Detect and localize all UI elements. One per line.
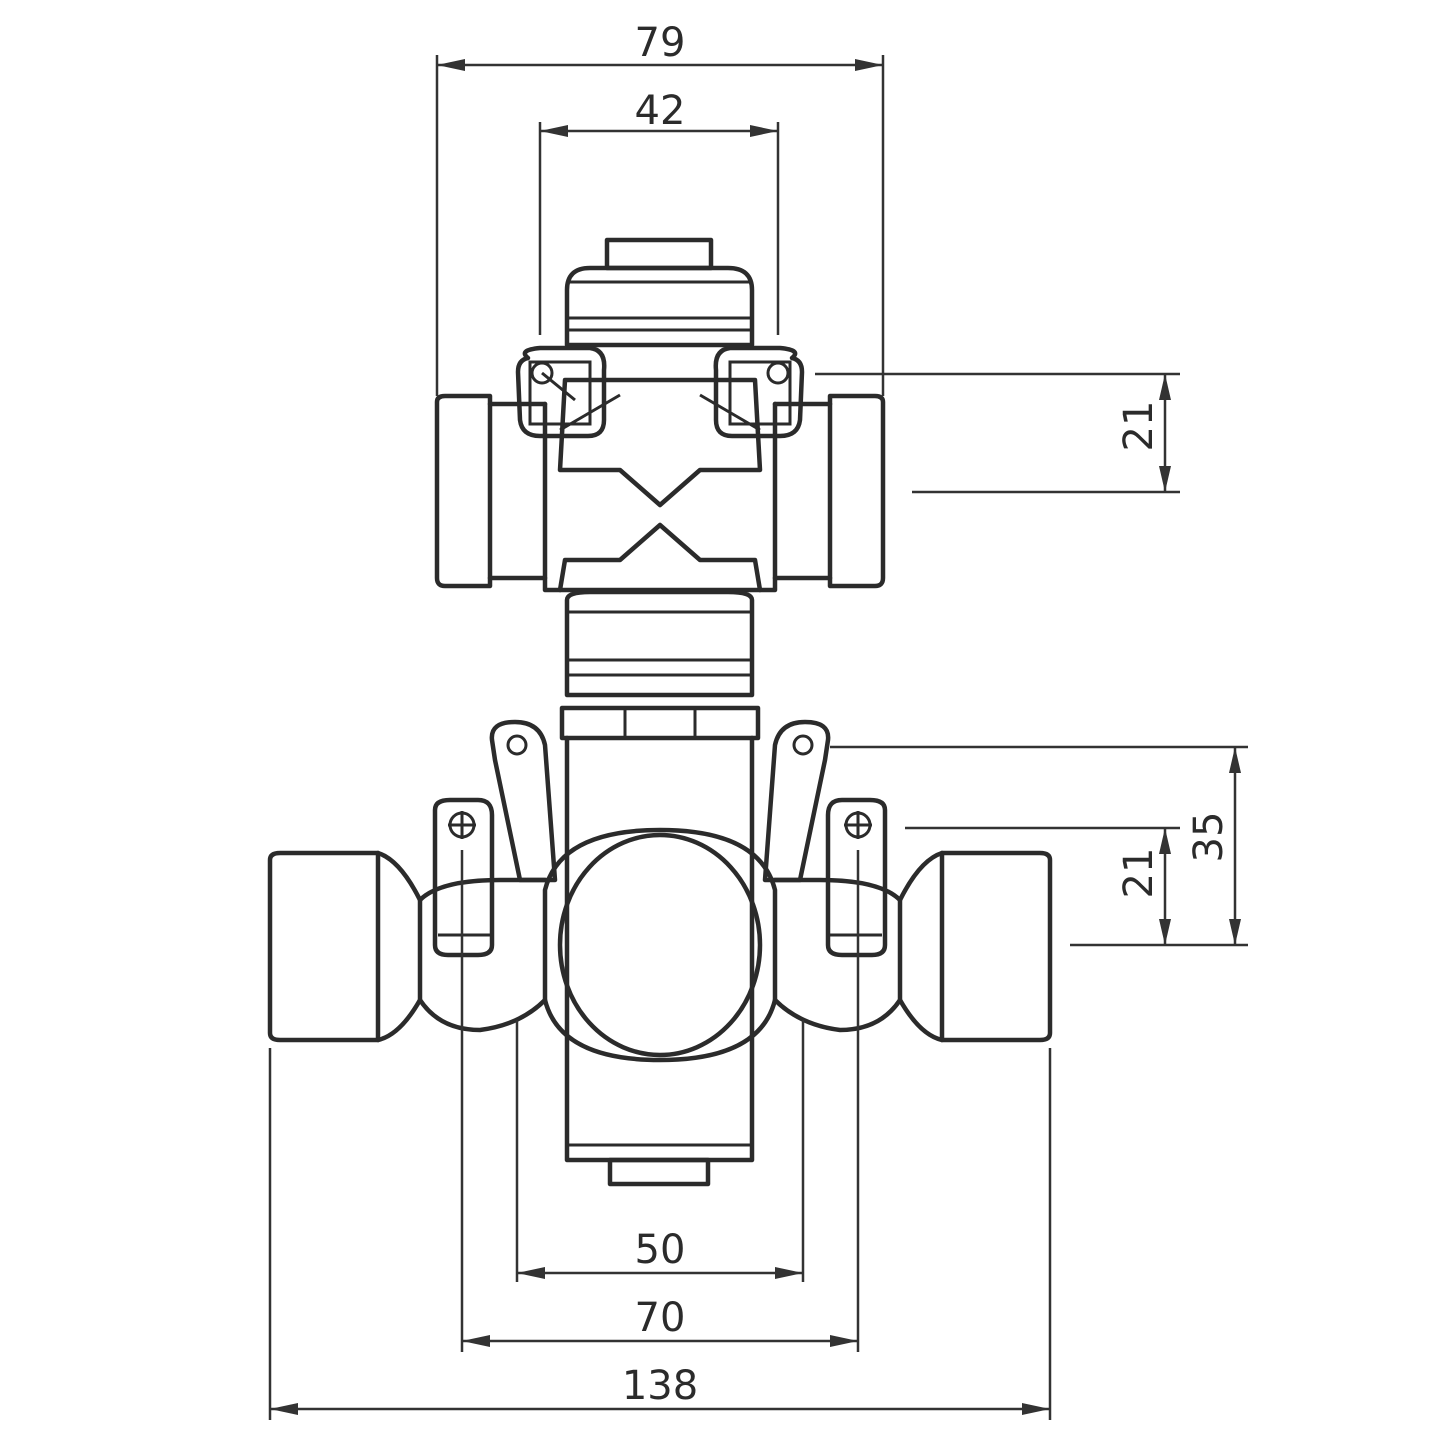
bottom-cap — [607, 1157, 711, 1187]
top-cap — [604, 237, 714, 271]
top-right-pipe — [827, 393, 886, 589]
right-mount-ear — [762, 719, 831, 883]
dim-79: 79 — [635, 20, 686, 66]
upper-cartridge — [564, 265, 755, 348]
bottom-right-pipe — [939, 850, 1053, 1043]
bottom-left-pipe — [267, 850, 381, 1043]
left-ear-screw-icon — [506, 734, 528, 756]
top-left-pipe — [434, 393, 493, 589]
center-port-housing — [542, 827, 778, 1063]
left-saddle — [417, 877, 548, 1033]
dimension-lines: 79 42 21 35 21 50 — [268, 20, 1248, 1420]
top-right-lug — [713, 345, 805, 439]
dim-138: 138 — [622, 1363, 698, 1409]
top-valve — [434, 237, 886, 741]
bottom-valve-body — [564, 735, 755, 1163]
dim-70: 70 — [635, 1295, 686, 1341]
left-mount-ear — [489, 719, 558, 883]
left-clamp — [432, 797, 495, 958]
right-saddle — [772, 877, 903, 1033]
connector-stem — [564, 589, 755, 698]
center-port — [557, 832, 763, 1058]
top-body-lower — [557, 522, 763, 593]
top-right-screw-icon — [766, 361, 790, 385]
dim-35: 35 — [1186, 812, 1232, 863]
dim-42: 42 — [635, 88, 686, 134]
coupling-nut — [559, 705, 761, 741]
dim-21-bottom: 21 — [1116, 848, 1162, 899]
top-body-upper — [557, 377, 763, 508]
dim-50: 50 — [635, 1227, 686, 1273]
right-clamp — [825, 797, 888, 958]
dim-21-top: 21 — [1116, 401, 1162, 452]
top-left-lug — [515, 345, 607, 439]
right-ear-screw-icon — [792, 734, 814, 756]
bottom-valve — [267, 719, 1053, 1187]
